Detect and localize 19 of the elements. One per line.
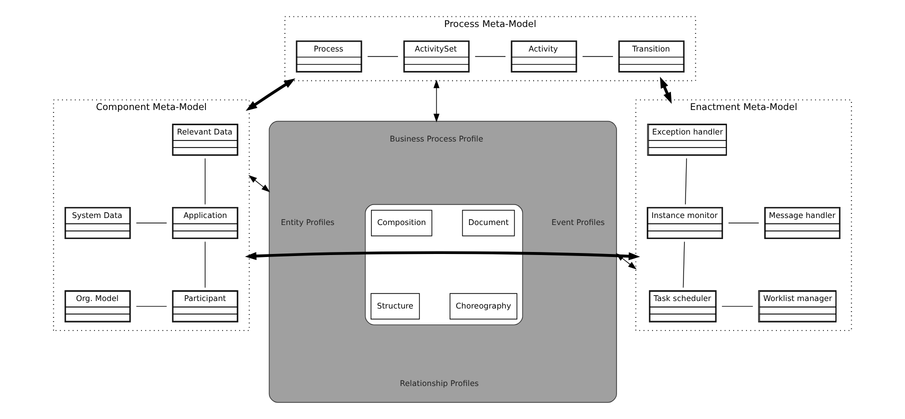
arrow <box>246 78 296 111</box>
connector <box>204 158 206 205</box>
connector <box>367 56 398 57</box>
connector <box>136 306 168 307</box>
connector <box>728 222 760 224</box>
arrow <box>660 76 672 104</box>
connector <box>682 241 685 288</box>
arrow <box>434 80 440 122</box>
arrow <box>248 175 270 192</box>
arrow <box>616 253 637 270</box>
arrow <box>245 251 640 260</box>
connector <box>685 158 687 205</box>
connector <box>582 56 614 57</box>
connector <box>722 306 754 307</box>
connector <box>474 56 506 57</box>
cluster <box>364 204 523 326</box>
connector <box>204 241 206 288</box>
cluster <box>268 120 617 403</box>
connector <box>136 222 168 224</box>
